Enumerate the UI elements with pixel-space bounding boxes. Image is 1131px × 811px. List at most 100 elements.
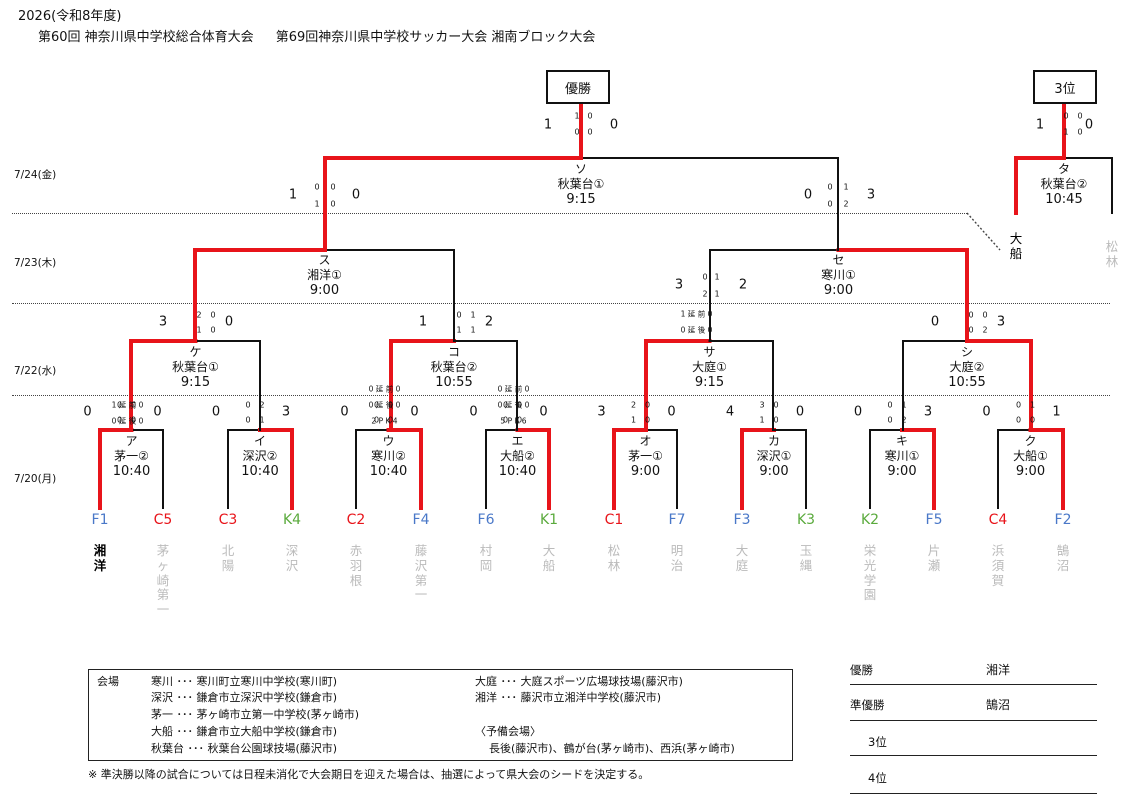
seed-code: C4 [988,512,1008,528]
seed-code: F1 [91,512,109,528]
extra-time-row: 1 延 前 0 [111,400,144,410]
match-id: セ [832,253,845,267]
school-name-char: 学 [863,572,877,588]
half-score: 0 [773,415,779,425]
score-right: 0 [351,187,361,203]
date-label-0723: 7/23(木) [14,257,57,269]
match-time: 10:40 [112,464,151,479]
match-id: サ [703,345,716,359]
match-venue: 茅一① [628,449,663,463]
match-venue: 秋葉台① [172,360,219,374]
half-score: 1 [714,272,720,282]
match-venue: 寒川① [884,449,920,463]
seed-code: F5 [925,512,943,528]
match-id: ウ [382,434,395,448]
score-right: 0 [1084,117,1094,133]
seed-code: F2 [1054,512,1072,528]
school-name-char: 北 [221,543,235,558]
champion-box: 優勝 [546,70,610,104]
match-id: ケ [189,345,202,359]
half-score: 2 [259,400,265,410]
seed-code: K3 [796,512,816,528]
school-name-char: 一 [156,602,170,617]
school-name-char: 園 [863,587,877,603]
school-name-char: 治 [670,557,684,573]
match-time: 9:15 [180,375,211,390]
score-right: 0 [795,404,805,420]
school-name-char: 栄 [863,543,877,558]
school-name-char: 村 [479,543,493,558]
score-right: 0 [667,404,676,420]
score-right: 3 [281,404,291,420]
school-name-char: 縄 [799,557,813,573]
match-venue: 大船② [500,449,535,463]
score-left: 1 [543,117,553,133]
score-left: 0 [803,187,813,203]
school-name: 松林 [606,543,622,574]
reserve-venue-title: 〈予備会場〉 [475,725,541,738]
match-id: シ [960,345,973,359]
match-time: 10:55 [948,375,986,390]
reserve-venue-list: 長後(藤沢市)、鶴が台(茅ヶ崎市)、西浜(茅ヶ崎市) [489,742,735,755]
half-score: 0 [982,310,988,320]
score-right: 2 [738,277,748,293]
school-name: 藤沢第一 [413,543,429,603]
half-score: 0 [587,127,593,137]
school-name: 栄光学園 [862,543,878,603]
half-score: 0 [644,415,651,425]
score-left: 0 [211,404,221,420]
extra-time-row: 5 P K 6 [500,416,527,426]
date-label-0724: 7/24(金) [14,169,57,181]
match-id: コ [447,345,461,359]
score-left: 0 [340,404,349,420]
score-left: 0 [930,314,940,330]
seed-code: F4 [412,512,430,528]
half-score: 0 [502,400,509,410]
day-separator [12,395,1110,396]
half-score: 0 [516,415,523,425]
half-score: 0 [827,199,833,209]
third-place-connector [966,212,1001,251]
half-score: 1 [314,199,320,209]
half-score: 0 [1063,111,1069,121]
half-score: 0 [1077,127,1083,137]
extra-time-row: 1 延 前 0 [680,309,713,319]
date-label-0722: 7/22(水) [14,365,57,377]
school-name-char: 洋 [93,557,107,573]
half-score: 1 [843,182,849,192]
match-id: ス [318,253,331,267]
half-score: 0 [373,400,380,410]
half-score: 0 [644,400,651,410]
seed-code: F7 [668,512,686,528]
match-time: 10:40 [241,464,279,479]
half-score: 0 [1029,415,1036,425]
venue-item: 深沢 ･･･ 鎌倉市立深沢中学校(鎌倉市) [151,691,338,704]
half-score: 0 [210,310,216,320]
half-score: 1 [1029,400,1036,410]
seed-code: F6 [477,512,495,528]
half-score: 0 [502,415,509,425]
score-right: 0 [153,404,162,420]
match-venue: 秋葉台① [557,177,605,191]
meet-title-2: 第69回神奈川県中学校サッカー大会 湘南ブロック大会 [275,30,596,45]
school-name-char: 沢 [414,557,428,573]
score-right: 3 [866,187,876,203]
school-name: 湘洋 [92,543,108,574]
result-value-runner-up: 鵠沼 [986,698,1011,712]
half-score: 0 [827,182,833,192]
school-name: 大船 [541,543,557,574]
school-name-char: ヶ [156,557,170,573]
score-left: 4 [725,404,735,420]
half-score: 1 [470,310,476,320]
school-name-char: 崎 [156,572,170,588]
extra-time-row: 2 P K 4 [371,416,398,426]
result-label-fourth: 4位 [868,771,887,785]
champion-label: 優勝 [564,81,591,97]
result-divider [850,720,1097,721]
score-left: 3 [674,277,684,293]
